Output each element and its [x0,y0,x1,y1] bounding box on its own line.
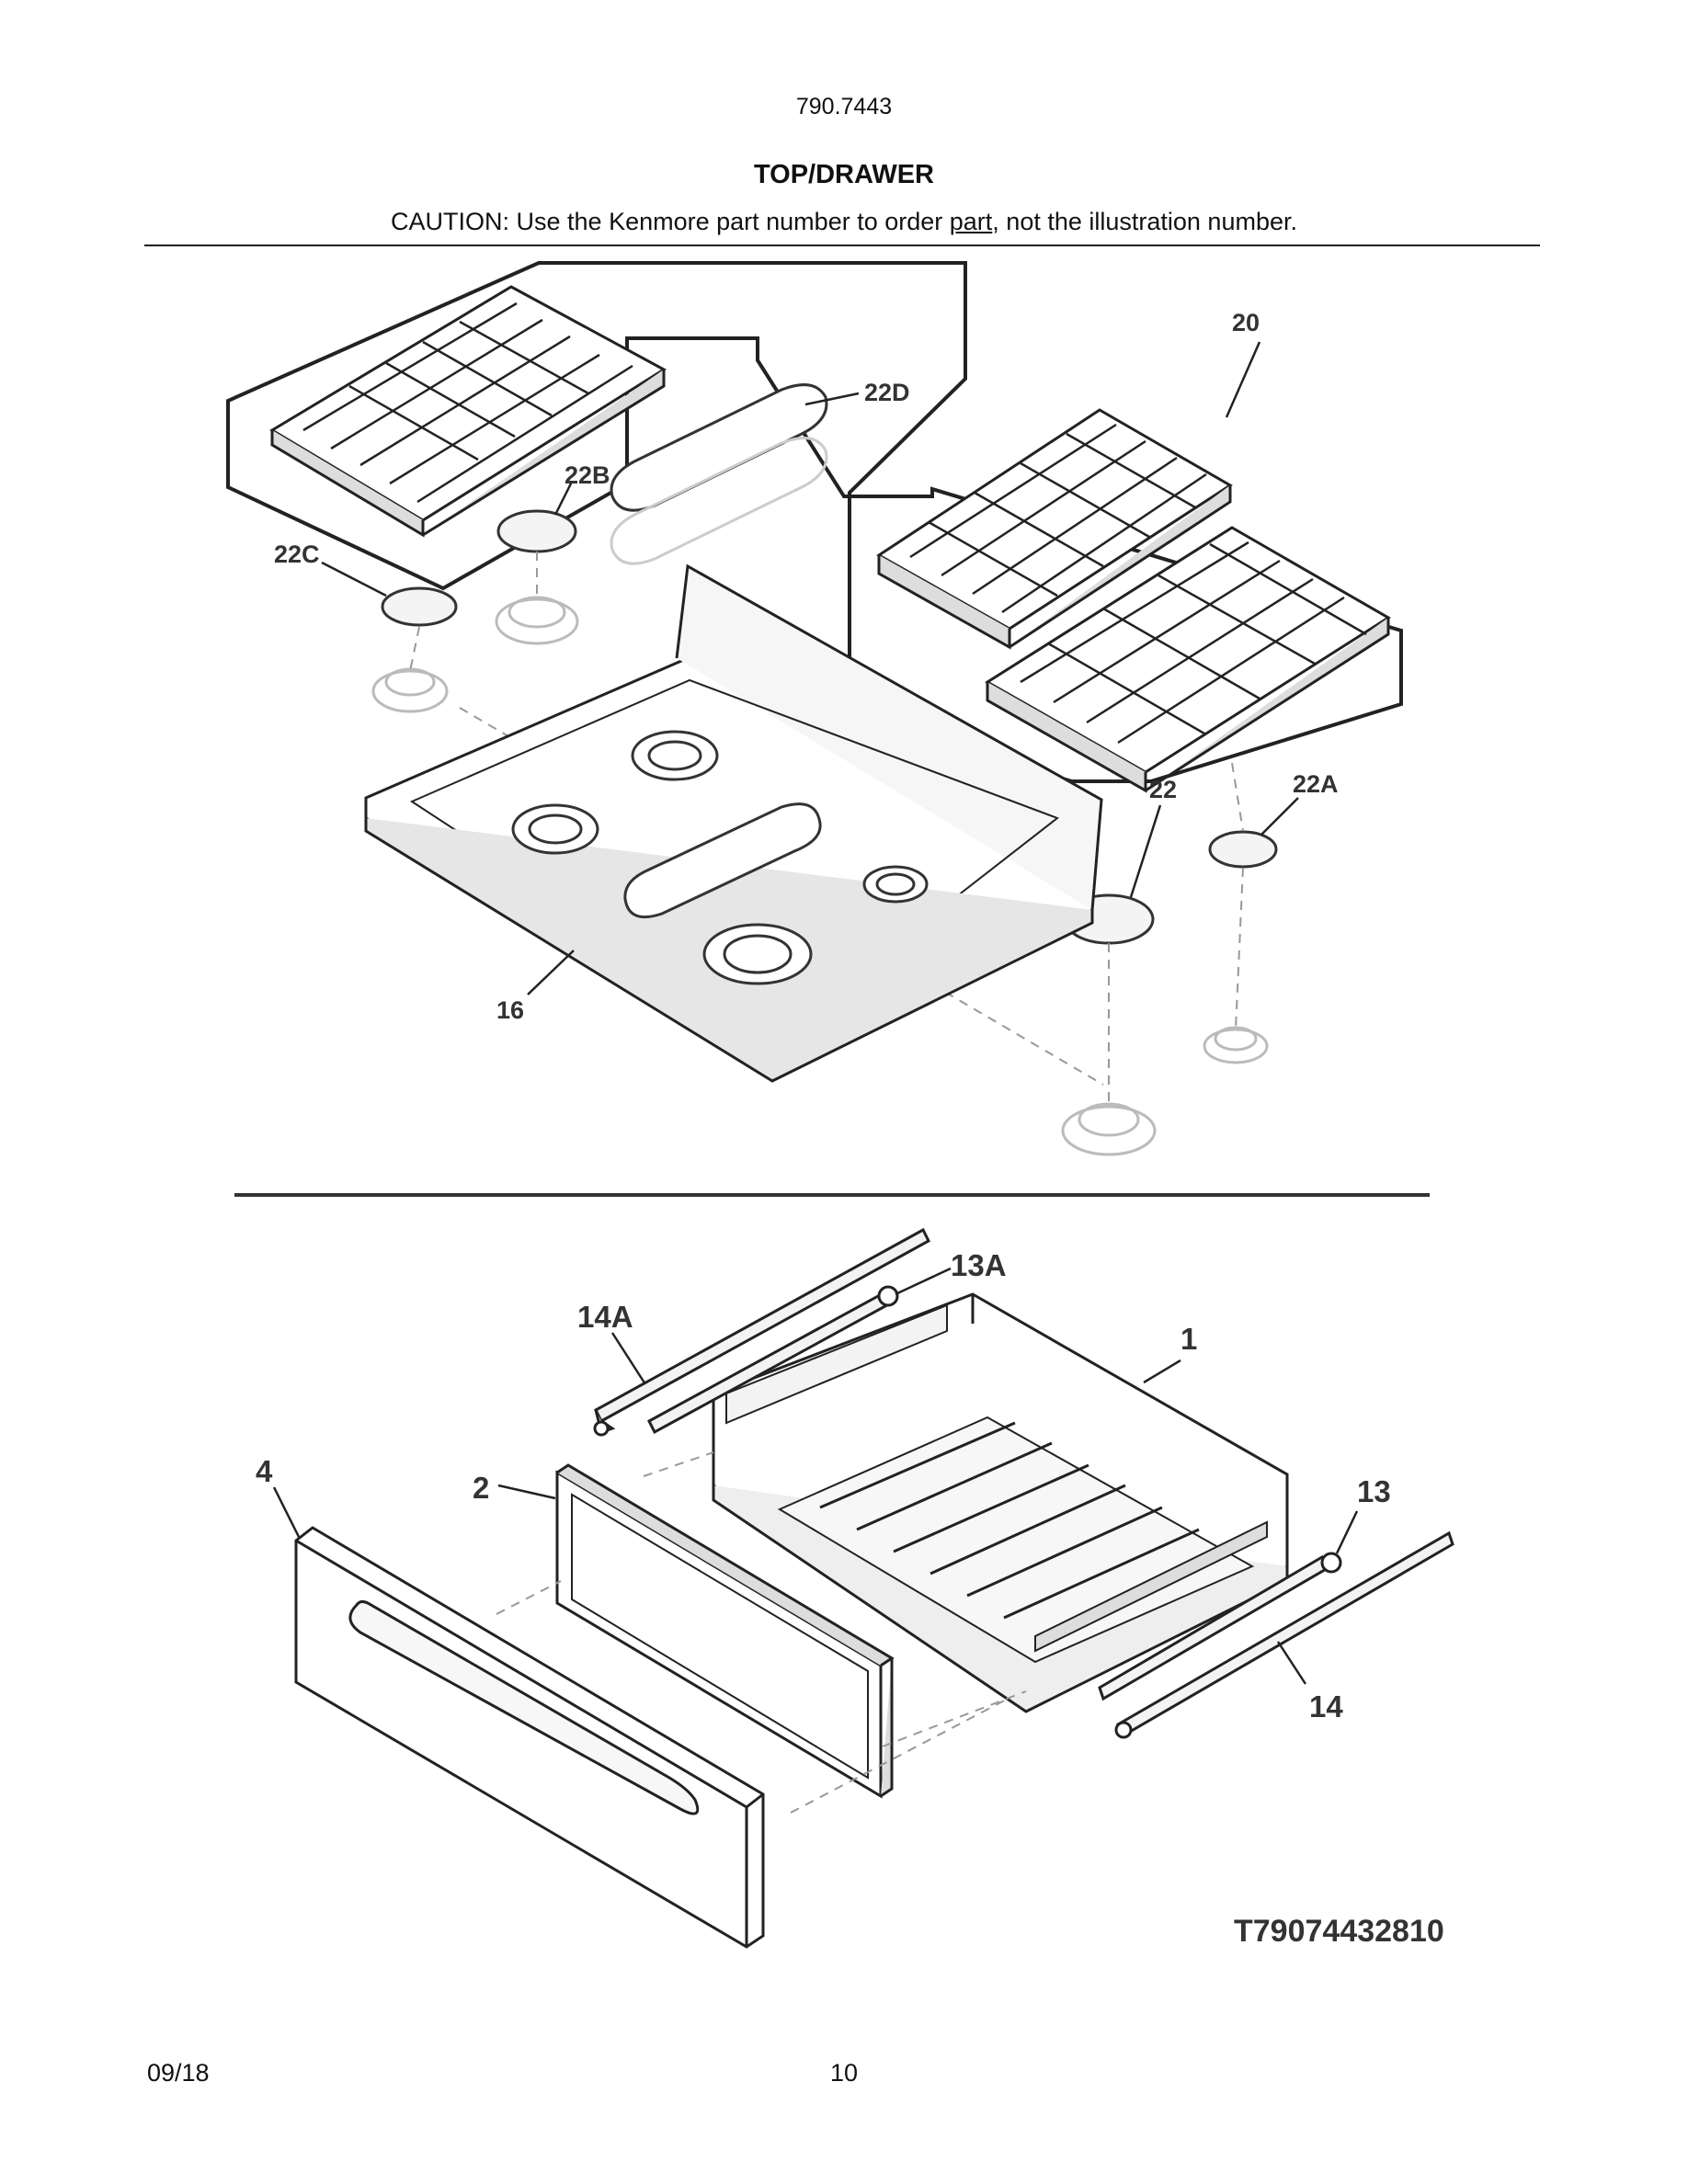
footer-date: 09/18 [147,2059,210,2087]
caution-prefix: CAUTION: Use the Kenmore part number to … [391,208,950,235]
grate-right-front [985,526,1391,793]
callout-16: 16 [496,996,524,1024]
cooktop-main-top [364,563,1103,1083]
callout-20: 20 [1232,309,1260,336]
callout-22c: 22C [274,540,320,568]
cooktop-burner-rings [511,730,929,985]
callout-14a: 14A [577,1300,633,1334]
caution-text: CAUTION: Use the Kenmore part number to … [0,208,1688,236]
callout-4: 4 [256,1454,273,1488]
grate-right-back [876,408,1233,650]
grates-group-outline [226,261,1403,783]
section-title: TOP/DRAWER [753,160,935,189]
callout-2: 2 [473,1471,489,1505]
slide-rail-14a [593,1227,930,1437]
footer-page-number: 10 [829,2059,859,2087]
slide-rail-14 [1098,1530,1454,1739]
callout-13a: 13A [951,1248,1007,1282]
burner-cap-22b [496,509,577,553]
drawer-alignment-dashes [496,1451,1027,1814]
top-leader-lines [321,341,1299,995]
diagram-id: T79074432810 [1234,1914,1444,1949]
burner-cap-22a [1208,830,1278,869]
grate-left [269,285,667,538]
callout-22b: 22B [565,461,610,489]
callout-14: 14 [1309,1689,1343,1723]
oval-burner-cap [610,383,828,512]
burner-cap-22c [381,586,458,627]
drawer-leader-lines [272,1267,1359,1685]
callout-22a: 22A [1293,770,1339,798]
section-divider [234,1193,1430,1197]
caution-part-word: part [949,208,993,235]
callout-13: 13 [1357,1474,1391,1508]
slide-rail-13a [647,1285,899,1435]
header-divider [144,245,1540,246]
burner-head-ghosts [371,596,1269,1156]
drawer-front-panel [294,1526,765,1949]
callout-22d: 22D [864,379,910,406]
callout-22: 22 [1149,776,1177,803]
model-number: 790.7443 [795,94,893,119]
drawer-box [712,1292,1289,1713]
callout-1: 1 [1180,1322,1197,1356]
caution-suffix: , not the illustration number. [992,208,1297,235]
oval-burner-ghost [610,437,828,565]
drawer-inner-frame [555,1463,895,1799]
